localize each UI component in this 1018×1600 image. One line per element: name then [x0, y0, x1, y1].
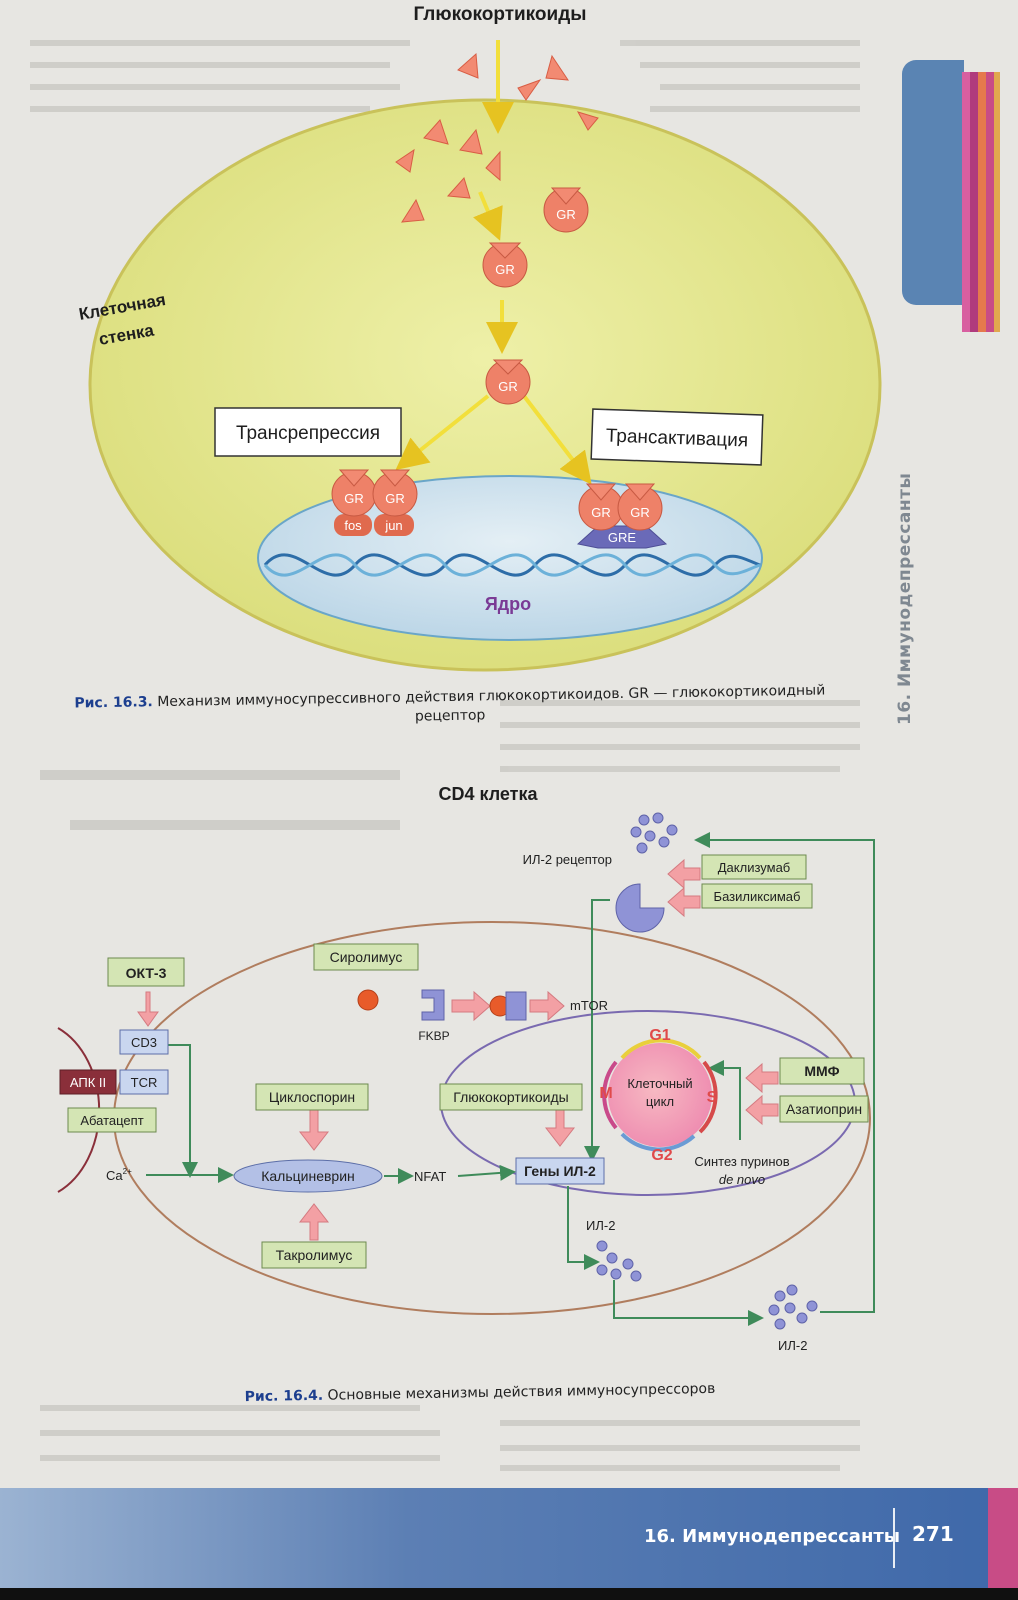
transrepression-label: Трансрепрессия	[236, 423, 380, 444]
gre-label: GRE	[608, 530, 637, 545]
calcium-superscript: 2+	[123, 1167, 132, 1176]
figure2-caption-ref: Рис. 16.4.	[244, 1387, 324, 1406]
gr-label: GR	[498, 379, 518, 394]
cyclosporine-label: Циклоспорин	[269, 1089, 355, 1105]
daclizumab-label: Даклизумаб	[718, 860, 791, 875]
nfat-label: NFAT	[414, 1169, 446, 1184]
gr-label: GR	[495, 262, 515, 277]
transactivation-label: Трансактивация	[605, 426, 748, 452]
okt3-box	[107, 957, 185, 987]
daclizumab-box	[701, 854, 807, 880]
figure2-title: CD4 клетка	[438, 784, 538, 804]
footer-chapter-title: 16. Иммунодепрессанты	[644, 1526, 901, 1547]
chapter-tab	[902, 60, 964, 305]
purine-synthesis-label-1: Синтез пуринов	[694, 1154, 789, 1169]
il2-outer-label: ИЛ-2	[778, 1338, 807, 1353]
signal-pathways	[146, 832, 875, 1326]
phase-g2: G2	[651, 1147, 672, 1164]
il2-receptor	[615, 883, 665, 933]
gr-label: GR	[630, 505, 650, 520]
tcr-label: TCR	[131, 1075, 158, 1090]
cycle-arc-s	[698, 1060, 718, 1134]
transrepression-complex: fos jun GR GR	[331, 469, 418, 536]
dna-helix	[263, 553, 761, 577]
cycle-arc-g1	[620, 1038, 702, 1060]
glucocorticoid-molecules	[395, 52, 599, 223]
gr-label: GR	[385, 491, 405, 506]
calcineurin-label: Кальциневрин	[261, 1168, 355, 1184]
fos-label: fos	[344, 518, 362, 533]
sirolimus-molecule	[357, 989, 379, 1011]
gr-label: GR	[344, 491, 364, 506]
tcr-box	[119, 1069, 169, 1095]
il2-molecule-inner	[596, 1240, 642, 1282]
azathioprine-label: Азатиоприн	[786, 1101, 862, 1117]
phase-g1: G1	[649, 1027, 670, 1044]
glucocorticoids-label: Глюкокортикоиды	[453, 1089, 568, 1105]
sirolimus-box	[313, 943, 419, 971]
cell-cycle-label-2: цикл	[646, 1094, 674, 1109]
basiliximab-label: Базиликсимаб	[714, 889, 801, 904]
transactivation-complex: GRE GR GR	[576, 483, 668, 549]
apc-box	[59, 1069, 117, 1095]
calcium-label: Ca2+	[106, 1167, 132, 1183]
figure-glucocorticoid-mechanism: GR GR GR fos jun GR GR GRE GR GR Глюкоко…	[77, 4, 882, 672]
page-footer: 16. Иммунодепрессанты 271	[0, 1488, 1018, 1600]
transrepression-box	[214, 407, 402, 457]
il2-inner-label: ИЛ-2	[586, 1218, 615, 1233]
purine-synthesis-label-2: de novo	[719, 1172, 765, 1187]
il2-genes-label: Гены ИЛ-2	[524, 1163, 596, 1179]
jun-label: jun	[384, 518, 402, 533]
sirolimus-fkbp-complex	[505, 991, 527, 1021]
cell-cycle-label-1: Клеточный	[627, 1076, 692, 1091]
calcineurin-shape	[233, 1159, 383, 1193]
mmf-label: ММФ	[804, 1063, 839, 1079]
footer-accent	[988, 1488, 1018, 1600]
il2-receptor-label: ИЛ-2 рецептор	[523, 852, 612, 867]
chapter-stripes	[962, 72, 1000, 332]
inhibition-arrows	[137, 858, 779, 1241]
transactivation-box	[590, 408, 764, 466]
azathioprine-box	[779, 1095, 869, 1123]
tacrolimus-label: Такролимус	[276, 1247, 353, 1263]
phase-s: S	[707, 1089, 718, 1106]
gr-receptor-bound-2: GR	[485, 359, 531, 405]
figure-immunosuppressor-mechanisms: CD4 клетка ИЛ-2 рецептор	[57, 784, 875, 1353]
pathway-arrows	[395, 40, 592, 485]
apc-label: АПК II	[70, 1075, 106, 1090]
gr-label: GR	[556, 207, 576, 222]
fkbp-label: FKBP	[418, 1029, 449, 1043]
sirolimus-label: Сиролимус	[330, 949, 403, 965]
cycle-arc-g2	[620, 1132, 696, 1152]
tacrolimus-box	[261, 1241, 367, 1269]
page-number: 271	[912, 1522, 954, 1546]
cyclosporine-box	[255, 1083, 369, 1111]
footer-bottom-edge	[0, 1588, 1018, 1600]
il2-genes-box	[515, 1157, 605, 1185]
gr-receptor-free: GR	[543, 187, 589, 233]
mtor-label: mTOR	[570, 998, 608, 1013]
gr-receptor-bound-1: GR	[482, 242, 528, 288]
cycle-arc-m	[602, 1060, 618, 1130]
okt3-label: ОКТ-3	[126, 965, 167, 981]
phase-m: M	[599, 1085, 612, 1102]
mmf-box	[779, 1057, 865, 1085]
cd3-box	[119, 1029, 169, 1055]
footer-separator	[893, 1508, 895, 1568]
fkbp-shape	[421, 989, 445, 1021]
il2-molecule-top	[630, 812, 678, 854]
abatacept-label: Абатацепт	[80, 1113, 143, 1128]
glucocorticoids-box	[439, 1083, 583, 1111]
figure1-title: Глюкокортикоиды	[413, 4, 586, 25]
gr-label: GR	[591, 505, 611, 520]
cell-cycle-circle	[608, 1043, 712, 1147]
calcium-text: Ca	[106, 1168, 123, 1183]
cd3-label: CD3	[131, 1035, 157, 1050]
nucleus-label: Ядро	[485, 594, 531, 614]
il2-molecule-outer	[768, 1284, 818, 1330]
basiliximab-box	[701, 883, 813, 909]
abatacept-box	[67, 1107, 157, 1133]
